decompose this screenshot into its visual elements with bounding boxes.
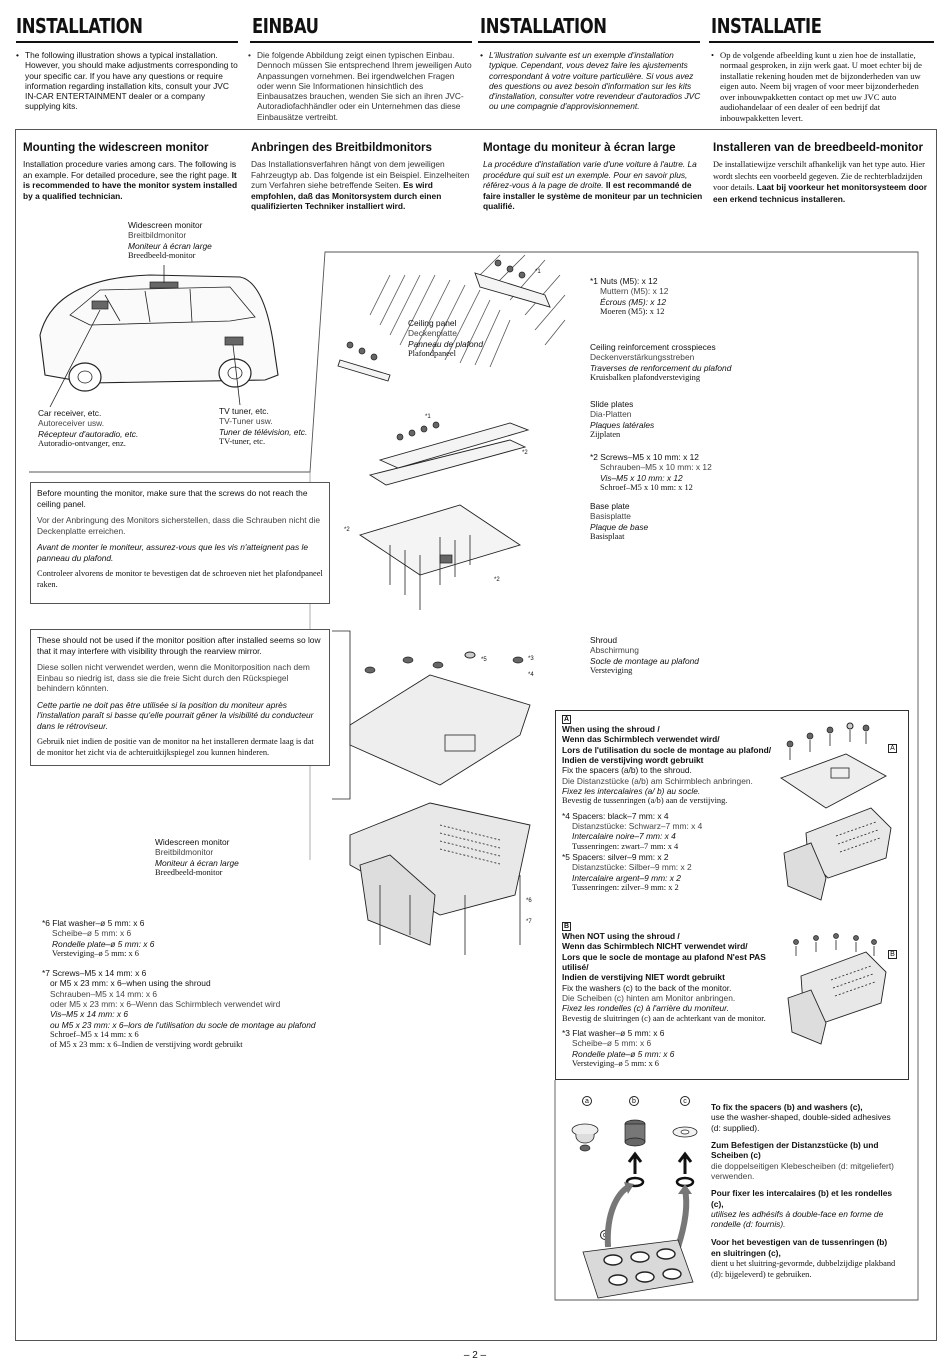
- diagram-with-shroud: [780, 722, 892, 901]
- section-body-fr: La procédure d'installation varie d'une …: [483, 159, 703, 211]
- callout-n6: *6: [526, 898, 532, 904]
- adhesive-diagram: [571, 1119, 698, 1299]
- crosspiece-right: [474, 272, 551, 308]
- note-screws: Before mounting the monitor, make sure t…: [30, 482, 330, 604]
- note-shroud: These should not be used if the monitor …: [30, 629, 330, 766]
- callout-n1-b: *1: [425, 414, 431, 420]
- column-title-en: INSTALLATION: [16, 14, 143, 38]
- callout-n2: *2: [522, 450, 528, 456]
- intro-de: •Die folgende Abbildung zeigt einen typi…: [248, 50, 472, 122]
- shroud-bracket: [332, 630, 351, 800]
- callout-n1: *1: [535, 269, 541, 275]
- slide-plate-2: [368, 439, 527, 486]
- section-heading-de: Anbringen des Breitbildmonitors: [251, 141, 432, 154]
- nuts-slide: [396, 421, 440, 441]
- section-body-en: Installation procedure varies among cars…: [23, 159, 238, 201]
- intro-nl: •Op de volgende afbeelding kunt u zien h…: [711, 50, 922, 123]
- label-b-marker: B: [888, 950, 900, 959]
- exploded-view-drawing: [337, 254, 566, 955]
- shroud: [349, 674, 531, 786]
- callout-n7: *7: [526, 919, 532, 925]
- car-tuner-label: TV tuner, etc.TV-Tuner usw.Tuner de télé…: [219, 406, 308, 446]
- intro-en: •The following illustration shows a typi…: [16, 50, 238, 112]
- monitor-screen: [359, 854, 436, 946]
- callout-n4: *4: [528, 672, 534, 678]
- section-heading-en: Mounting the widescreen monitor: [23, 141, 209, 154]
- column-title-nl: INSTALLATIE: [711, 14, 822, 38]
- header-rule: [250, 41, 472, 43]
- page-number: – 2 –: [463, 1350, 487, 1361]
- adhesive-instructions: To fix the spacers (b) and washers (c), …: [711, 1102, 896, 1279]
- column-title-fr: INSTALLATION: [480, 14, 607, 38]
- part-a-marker: a: [582, 1096, 592, 1106]
- screws-bottom: [379, 875, 521, 955]
- screws-base: [389, 535, 471, 610]
- spacers: [364, 651, 524, 674]
- column-title-de: EINBAU: [252, 14, 319, 38]
- header-rule: [478, 41, 700, 43]
- car-illustration: [39, 265, 279, 408]
- callout-n2-c: *2: [494, 577, 500, 583]
- header-rule: [709, 41, 934, 43]
- diagram-without-shroud: [787, 933, 887, 1045]
- part-c-marker: c: [680, 1096, 690, 1106]
- section-body-nl: De installatiewijze verschilt afhankelij…: [713, 160, 928, 204]
- car-receiver-label: Car receiver, etc.Autoreceiver usw.Récep…: [38, 408, 139, 448]
- section-heading-nl: Installeren van de breedbeeld-monitor: [713, 141, 924, 154]
- slide-plate-1: [378, 422, 530, 469]
- callout-n2-b: *2: [344, 527, 350, 533]
- installation-frame: [15, 129, 937, 1341]
- header-rule: [16, 41, 238, 43]
- intro-fr: •L'illustration suivante est un exemple …: [480, 50, 701, 112]
- nuts-top: [346, 259, 526, 361]
- label-a-marker: A: [888, 744, 900, 753]
- crosspiece-left: [337, 359, 391, 382]
- shroud-options-panel: [555, 710, 909, 1080]
- section-heading-fr: Montage du moniteur à écran large: [483, 141, 676, 154]
- callout-n5: *5: [481, 657, 487, 663]
- section-body-de: Das Installationsverfahren hängt von dem…: [251, 159, 470, 211]
- part-b-marker: b: [629, 1096, 639, 1106]
- callout-n3: *3: [528, 656, 534, 662]
